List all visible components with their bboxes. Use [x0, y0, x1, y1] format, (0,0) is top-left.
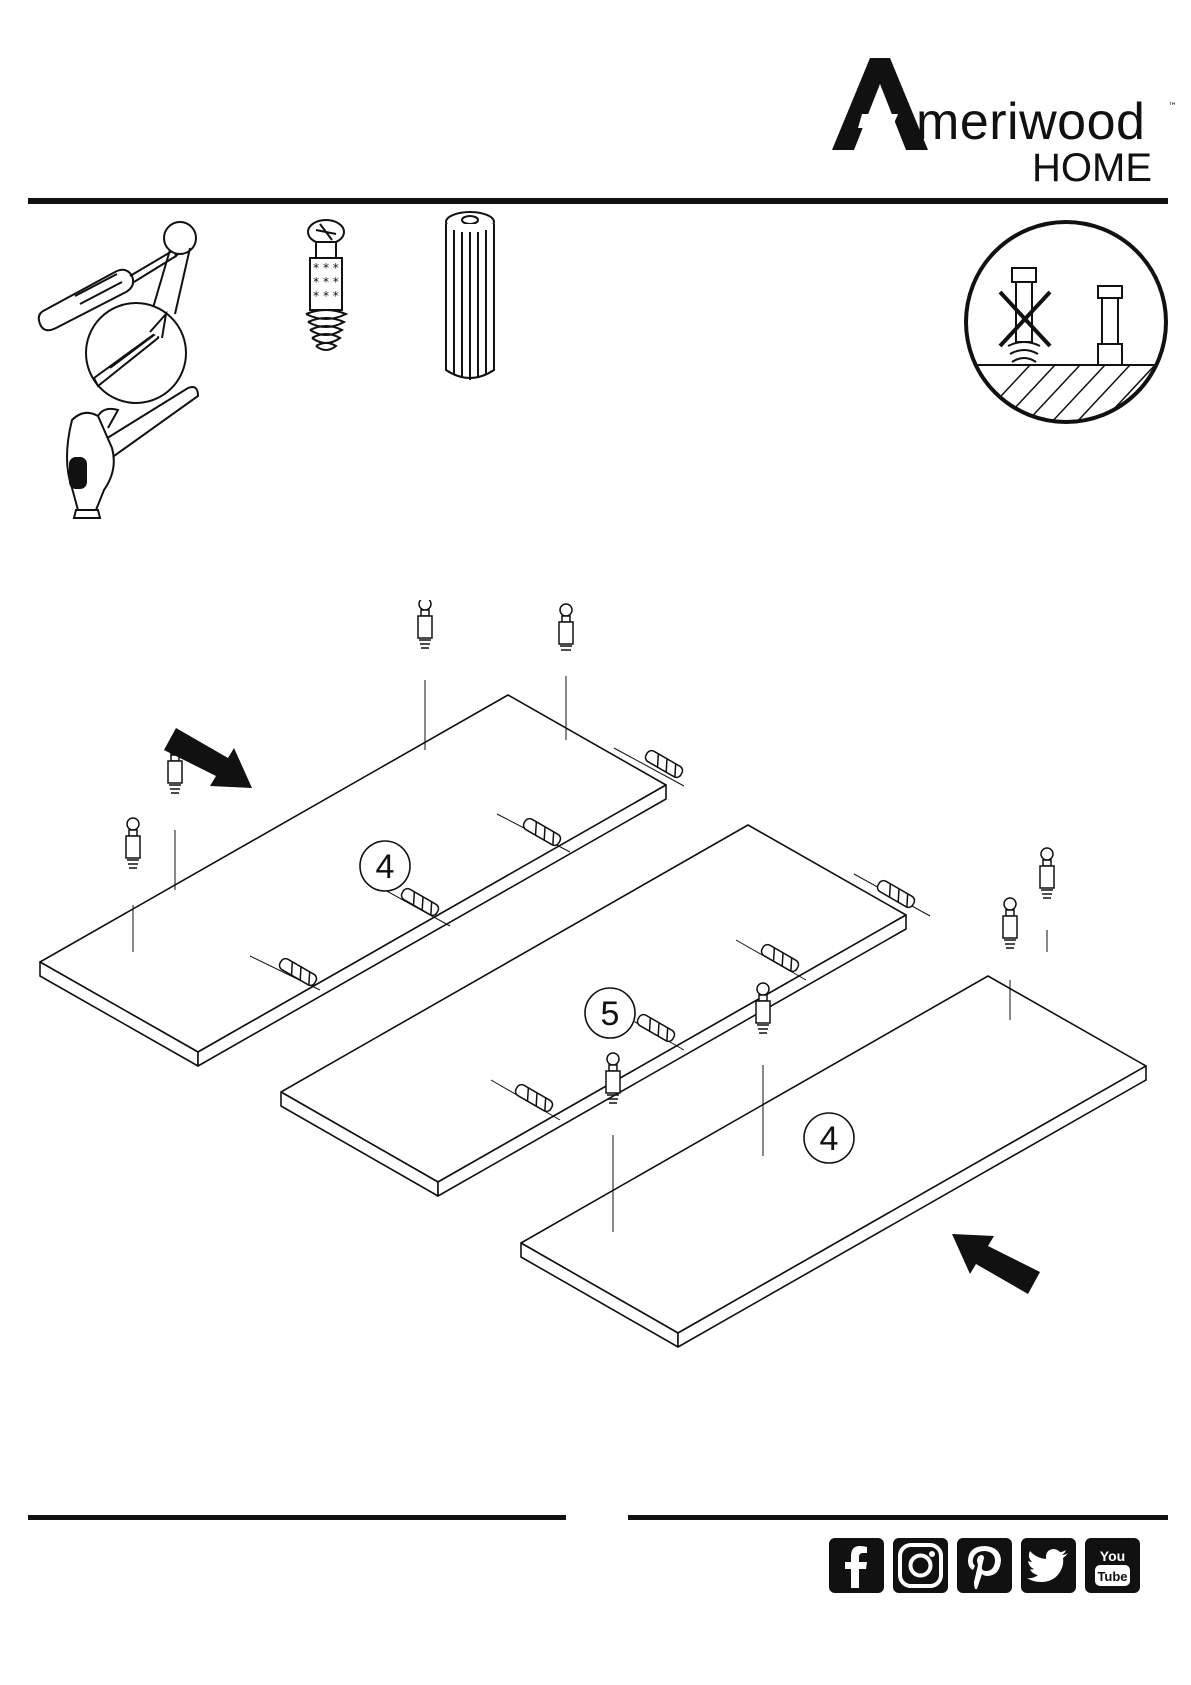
- wood-dowel-icon: [446, 212, 494, 380]
- header-divider: [28, 198, 1168, 204]
- panel-label-left: 4: [376, 848, 395, 886]
- youtube-you: You: [1100, 1548, 1125, 1564]
- instagram-icon[interactable]: [893, 1538, 948, 1593]
- arrow-left-up-icon: [952, 1234, 1040, 1294]
- footer-divider-right: [628, 1515, 1168, 1520]
- logo-a-mark: [832, 58, 928, 150]
- svg-text:* * *: * * *: [313, 261, 339, 275]
- tools-hardware-panel: * * * * * * * * *: [0, 210, 1191, 560]
- footer-divider-left: [28, 1515, 566, 1520]
- logo-home: HOME: [1032, 148, 1152, 188]
- cam-bolt-icon: * * * * * * * * *: [306, 220, 346, 350]
- cam-bolt-depth-warning-icon: [960, 222, 1191, 440]
- pinterest-icon[interactable]: [957, 1538, 1012, 1593]
- svg-text:* * *: * * *: [313, 289, 339, 303]
- hammer-icon: [67, 387, 198, 518]
- logo-wordmark: meriwood: [916, 96, 1145, 148]
- assembly-diagram: 4 5 4: [0, 600, 1191, 1360]
- logo-trademark: ™: [1168, 103, 1177, 112]
- screwdriver-icon: [39, 222, 196, 403]
- panel-label-middle: 5: [601, 995, 620, 1033]
- facebook-icon[interactable]: [829, 1538, 884, 1593]
- youtube-tube: Tube: [1097, 1569, 1127, 1584]
- twitter-icon[interactable]: [1021, 1538, 1076, 1593]
- youtube-icon[interactable]: You Tube: [1085, 1538, 1140, 1593]
- panel-label-right: 4: [820, 1120, 839, 1158]
- svg-text:* * *: * * *: [313, 275, 339, 289]
